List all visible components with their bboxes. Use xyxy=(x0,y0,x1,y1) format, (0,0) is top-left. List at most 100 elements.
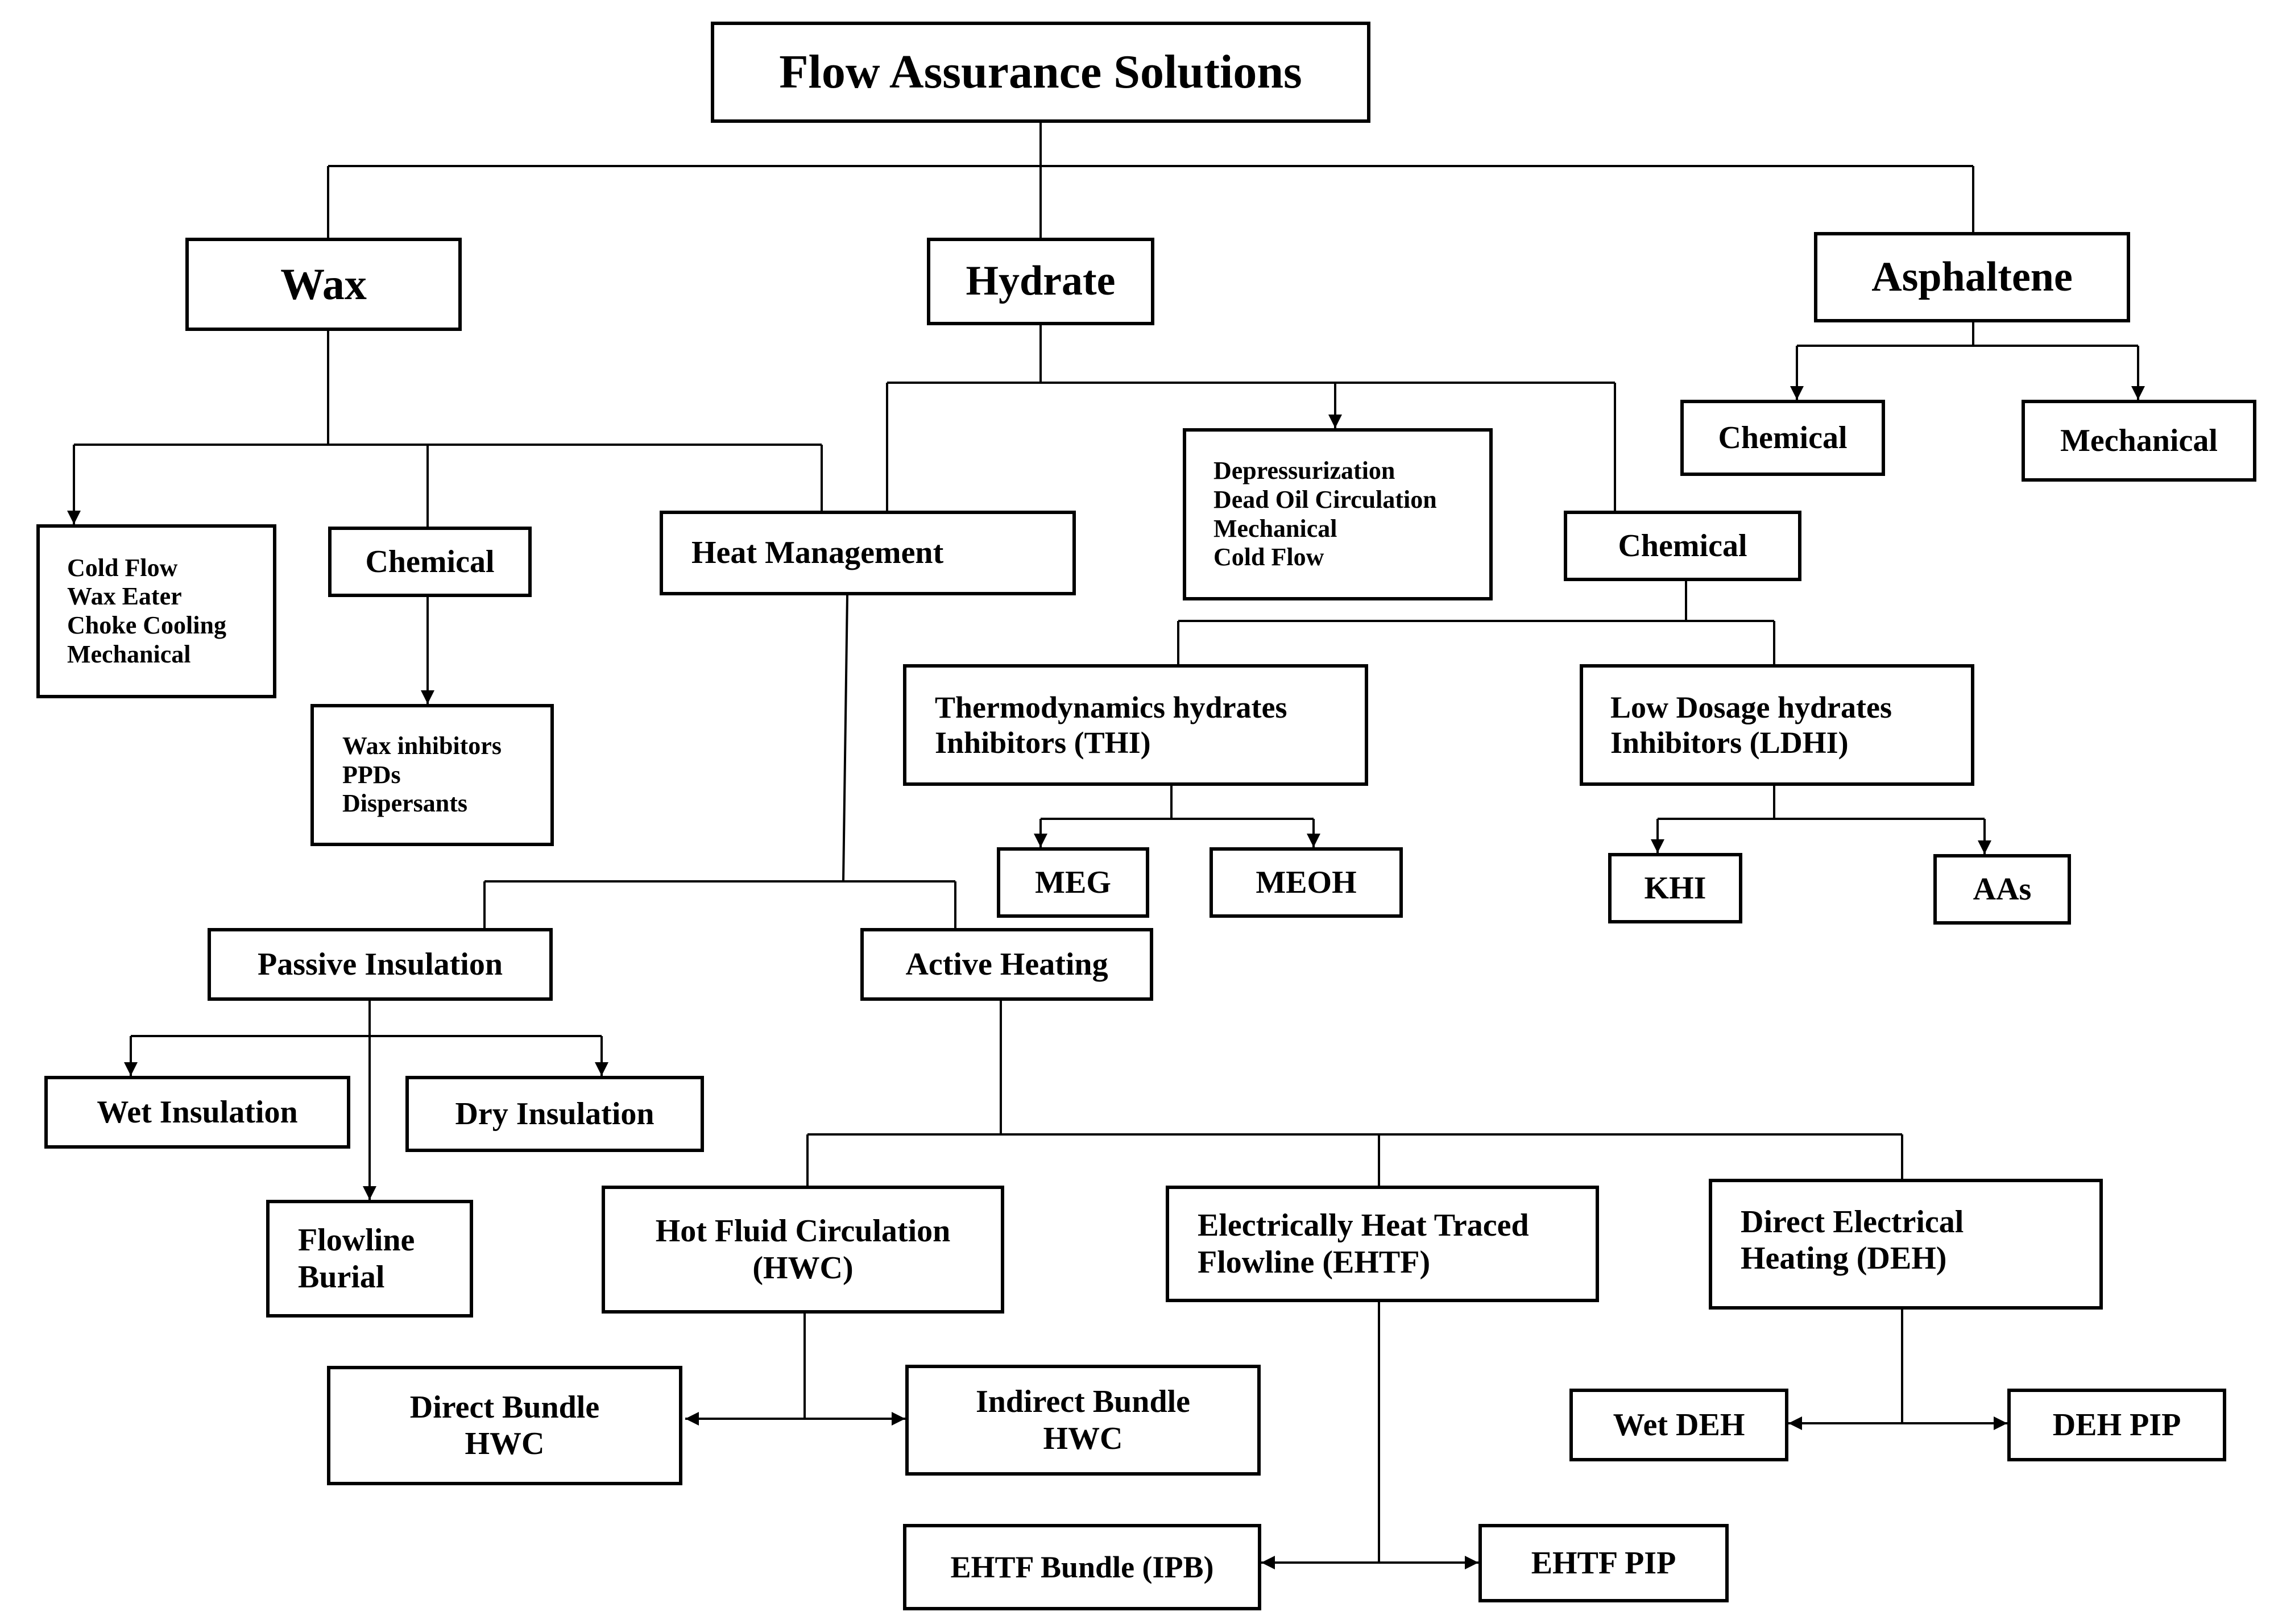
ehtf-bundle-box: EHTF Bundle (IPB) xyxy=(903,1524,1261,1610)
hydrate-method-item: Mechanical xyxy=(1213,514,1337,542)
hydrate-method-item: Depressurization xyxy=(1213,457,1395,485)
asphaltene-mechanical-box: Mechanical xyxy=(2022,400,2256,482)
indirect-bundle-line: HWC xyxy=(1043,1420,1123,1456)
flowline-burial-label: Flowline Burial xyxy=(298,1222,415,1295)
hydrate-box: Hydrate xyxy=(927,238,1154,325)
deh-label-line: Heating (DEH) xyxy=(1741,1241,1947,1277)
hwc-label: Hot Fluid Circulation (HWC) xyxy=(656,1213,951,1286)
link-thi xyxy=(1041,786,1314,820)
wax-methods-list: Cold Flow Wax Eater Choke Cooling Mechan… xyxy=(67,554,226,669)
ehtf-label-line: Flowline (EHTF) xyxy=(1198,1244,1431,1280)
meoh-box: MEOH xyxy=(1210,847,1403,918)
asphaltene-box: Asphaltene xyxy=(1814,232,2130,322)
heat-management-box: Heat Management xyxy=(660,511,1076,595)
wax-box: Wax xyxy=(185,238,462,331)
active-heating-label: Active Heating xyxy=(905,946,1108,982)
dry-insulation-box: Dry Insulation xyxy=(405,1076,704,1152)
ldhi-box: Low Dosage hydrates Inhibitors (LDHI) xyxy=(1580,664,1974,786)
link-hydrate xyxy=(886,325,1616,511)
hydrate-chemical-box: Chemical xyxy=(1564,511,1801,581)
meoh-label: MEOH xyxy=(1256,864,1357,900)
wet-deh-box: Wet DEH xyxy=(1569,1389,1788,1461)
hydrate-title: Hydrate xyxy=(966,258,1116,305)
hwc-label-line: (HWC) xyxy=(752,1250,854,1286)
flowline-burial-line: Flowline xyxy=(298,1223,415,1258)
link-hydrate-chemical xyxy=(1177,581,1775,664)
wax-method-item: Wax Eater xyxy=(67,582,182,611)
hydrate-methods-list: Depressurization Dead Oil Circulation Me… xyxy=(1213,457,1437,571)
thi-label-line: Inhibitors (THI) xyxy=(935,726,1151,760)
ldhi-label: Low Dosage hydrates Inhibitors (LDHI) xyxy=(1610,690,1892,760)
link-heat-management xyxy=(483,595,956,928)
hwc-label-line: Hot Fluid Circulation xyxy=(655,1213,951,1249)
heat-management-label: Heat Management xyxy=(691,535,944,570)
ldhi-label-line: Inhibitors (LDHI) xyxy=(1610,726,1849,760)
hydrate-methods-box: Depressurization Dead Oil Circulation Me… xyxy=(1183,428,1493,600)
flowline-burial-line: Burial xyxy=(298,1259,385,1295)
wax-chemical-item: PPDs xyxy=(342,760,401,789)
wax-chemical-label: Chemical xyxy=(365,544,495,579)
deh-label-line: Direct Electrical xyxy=(1741,1204,1964,1240)
link-root xyxy=(327,123,1974,238)
direct-bundle-hwc-box: Direct Bundle HWC xyxy=(327,1366,682,1485)
wet-deh-label: Wet DEH xyxy=(1613,1407,1745,1443)
asphaltene-chemical-label: Chemical xyxy=(1718,420,1848,455)
khi-box: KHI xyxy=(1608,853,1742,923)
dry-insulation-label: Dry Insulation xyxy=(455,1096,655,1132)
thi-label-line: Thermodynamics hydrates xyxy=(935,690,1287,724)
link-active xyxy=(806,1001,1903,1186)
ehtf-label-line: Electrically Heat Traced xyxy=(1198,1208,1529,1244)
asphaltene-mechanical-label: Mechanical xyxy=(2060,422,2218,458)
meg-label: MEG xyxy=(1035,864,1111,900)
ehtf-label: Electrically Heat Traced Flowline (EHTF) xyxy=(1198,1207,1529,1281)
aas-label: AAs xyxy=(1973,871,2032,907)
aas-box: AAs xyxy=(1933,854,2071,925)
wax-chemical-box: Chemical xyxy=(328,527,532,597)
deh-label: Direct Electrical Heating (DEH) xyxy=(1741,1204,1964,1277)
hydrate-chemical-label: Chemical xyxy=(1618,528,1747,564)
wax-method-item: Choke Cooling xyxy=(67,611,226,639)
asphaltene-chemical-box: Chemical xyxy=(1680,400,1885,476)
indirect-bundle-hwc-box: Indirect Bundle HWC xyxy=(905,1365,1261,1476)
hydrate-method-item: Dead Oil Circulation xyxy=(1213,485,1437,513)
indirect-bundle-line: Indirect Bundle xyxy=(975,1384,1191,1420)
ehtf-box: Electrically Heat Traced Flowline (EHTF) xyxy=(1166,1186,1599,1302)
active-heating-box: Active Heating xyxy=(860,928,1153,1001)
indirect-bundle-label: Indirect Bundle HWC xyxy=(976,1383,1190,1457)
ehtf-bundle-label: EHTF Bundle (IPB) xyxy=(950,1550,1214,1584)
root-title: Flow Assurance Solutions xyxy=(779,45,1302,98)
wax-methods-box: Cold Flow Wax Eater Choke Cooling Mechan… xyxy=(36,524,276,698)
khi-label: KHI xyxy=(1644,870,1706,906)
thi-box: Thermodynamics hydrates Inhibitors (THI) xyxy=(903,664,1368,786)
wax-title: Wax xyxy=(280,259,367,309)
wax-method-item: Cold Flow xyxy=(67,553,178,582)
deh-box: Direct Electrical Heating (DEH) xyxy=(1709,1179,2103,1310)
wax-chemical-items-box: Wax inhibitors PPDs Dispersants xyxy=(310,704,554,846)
wet-insulation-label: Wet Insulation xyxy=(97,1094,298,1130)
asphaltene-title: Asphaltene xyxy=(1871,253,2073,300)
deh-pip-box: DEH PIP xyxy=(2007,1389,2226,1461)
wax-chemical-item: Dispersants xyxy=(342,789,468,818)
ldhi-label-line: Low Dosage hydrates xyxy=(1610,690,1892,724)
direct-bundle-line: HWC xyxy=(465,1426,545,1461)
passive-insulation-label: Passive Insulation xyxy=(258,946,503,982)
passive-insulation-box: Passive Insulation xyxy=(208,928,553,1001)
direct-bundle-label: Direct Bundle HWC xyxy=(410,1389,599,1463)
wax-chemical-item: Wax inhibitors xyxy=(342,732,502,760)
wax-chemical-items-list: Wax inhibitors PPDs Dispersants xyxy=(342,732,502,818)
root-box: Flow Assurance Solutions xyxy=(711,22,1370,123)
wet-insulation-box: Wet Insulation xyxy=(44,1076,350,1149)
deh-pip-label: DEH PIP xyxy=(2052,1407,2181,1443)
thi-label: Thermodynamics hydrates Inhibitors (THI) xyxy=(935,690,1287,760)
ehtf-pip-label: EHTF PIP xyxy=(1531,1545,1676,1581)
link-ldhi xyxy=(1658,786,1985,820)
meg-box: MEG xyxy=(997,847,1149,918)
link-wax xyxy=(74,331,823,527)
wax-method-item: Mechanical xyxy=(67,640,191,668)
flowline-burial-box: Flowline Burial xyxy=(266,1200,473,1318)
ehtf-pip-box: EHTF PIP xyxy=(1478,1524,1729,1602)
hydrate-method-item: Cold Flow xyxy=(1213,543,1324,571)
hwc-box: Hot Fluid Circulation (HWC) xyxy=(602,1186,1004,1314)
